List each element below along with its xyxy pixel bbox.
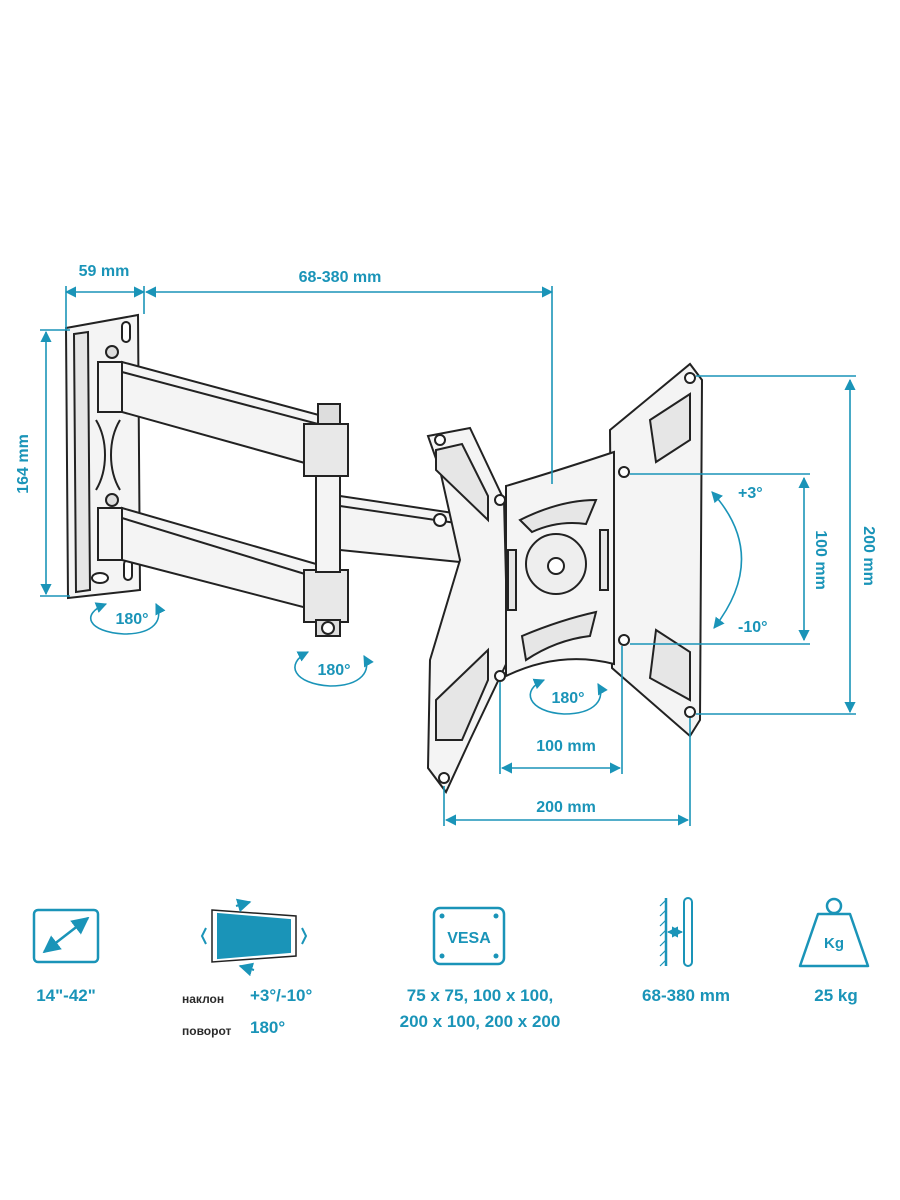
spec-tilt-value: +3°/-10° [250, 986, 313, 1005]
label-59mm: 59 mm [79, 263, 130, 280]
label-164mm: 164 mm [15, 434, 32, 494]
rotation-arc-arm [294, 651, 374, 687]
label-rotation-wall: 180° [115, 611, 148, 628]
label-100mm-horizontal: 100 mm [536, 738, 596, 755]
label-extension: 68-380 mm [299, 269, 382, 286]
rotation-arc-wall [89, 602, 166, 635]
spec-screen-size: 14"-42" [36, 986, 96, 1005]
label-100mm-vertical: 100 mm [812, 530, 829, 590]
screen-tilt-icon [200, 898, 308, 977]
weight-icon: Kg [798, 897, 870, 968]
label-200mm-horizontal: 200 mm [536, 799, 596, 816]
vesa-bracket [426, 362, 704, 794]
spec-vesa-line2: 200 x 100, 200 x 200 [399, 1012, 561, 1031]
label-rotation-plate: 180° [551, 690, 584, 707]
tilt-arc [711, 491, 743, 629]
diagonal-arrow-icon [32, 908, 100, 964]
vesa-icon-text: VESA [447, 930, 491, 947]
label-200mm-vertical: 200 mm [860, 526, 877, 586]
spec-swivel-label: поворот [182, 1024, 232, 1038]
vesa-icon: VESA [432, 906, 506, 966]
wall-distance-icon [659, 897, 693, 967]
spec-load: 25 kg [814, 986, 858, 1005]
spec-tilt-label: наклон [182, 992, 225, 1006]
spec-swivel-value: 180° [250, 1018, 286, 1037]
label-rotation-arm: 180° [317, 662, 350, 679]
label-tilt-down: -10° [738, 619, 768, 636]
rotation-arc-plate [529, 678, 608, 715]
label-tilt-up: +3° [738, 485, 763, 502]
spec-distance: 68-380 mm [642, 986, 730, 1005]
weight-icon-text: Kg [824, 935, 844, 952]
spec-vesa-line1: 75 x 75, 100 x 100, [406, 986, 554, 1005]
